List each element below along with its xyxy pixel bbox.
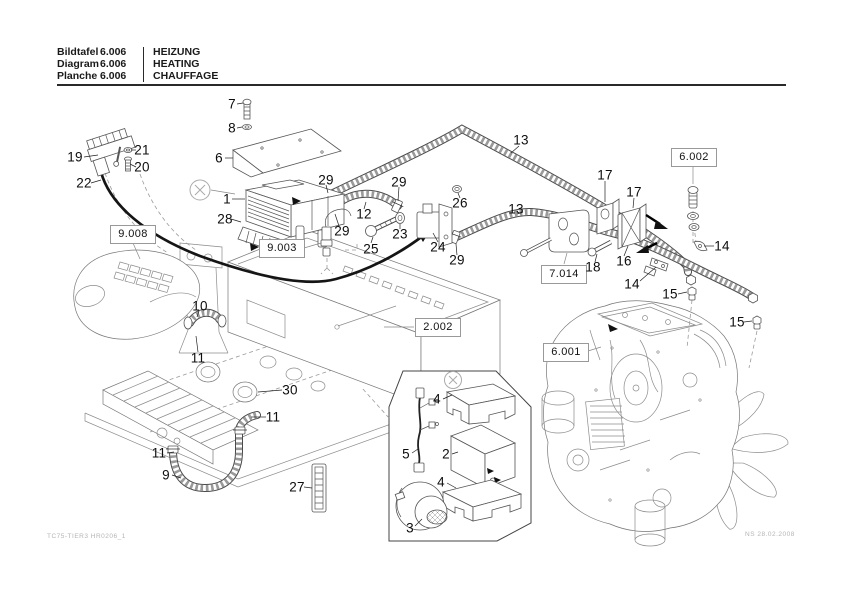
refbox-2002[interactable]: 2.002: [415, 318, 461, 337]
elbow-hose-10: [183, 313, 227, 330]
connector-9003: [320, 208, 352, 257]
bolt-6002: [687, 186, 699, 220]
engine: [541, 300, 789, 547]
washer-23: [395, 212, 405, 224]
strap-14a: [688, 223, 708, 252]
callout-23: 23: [392, 226, 408, 242]
callout-19: 19: [67, 149, 83, 165]
callout-27: 27: [289, 479, 305, 495]
bolt-25: [365, 216, 398, 237]
footer-revision: NS 28.02.2008: [745, 531, 795, 538]
header-number-en: 6.006: [100, 58, 127, 70]
callout-3: 3: [406, 520, 414, 536]
callout-21: 21: [134, 142, 150, 158]
callout-25: 25: [363, 241, 379, 257]
callout-29-b: 29: [391, 174, 407, 190]
callout-8: 8: [228, 120, 236, 136]
callout-29-c: 29: [334, 223, 350, 239]
vent-slots: [342, 265, 445, 310]
cover-plate-6: [232, 128, 342, 178]
callout-11-b: 11: [265, 409, 281, 425]
callout-6: 6: [215, 150, 223, 166]
callout-7: 7: [228, 96, 236, 112]
header-label-de: Bildtafel: [57, 46, 99, 58]
title-de: HEIZUNG: [153, 46, 201, 58]
console-cowl: [73, 249, 201, 340]
clamp-block-17a: [596, 198, 620, 235]
callout-18: 18: [585, 259, 601, 275]
callout-17-a: 17: [597, 167, 613, 183]
refbox-7014[interactable]: 7.014: [541, 265, 587, 284]
callout-4-a: 4: [433, 391, 441, 407]
callout-12: 12: [356, 206, 372, 222]
refbox-6001[interactable]: 6.001: [543, 343, 589, 362]
console-keypad: [113, 261, 174, 293]
refbox-6002[interactable]: 6.002: [671, 148, 717, 167]
fitting-15b: [748, 292, 762, 330]
x-marker: [189, 179, 236, 201]
control-bracket-19: [86, 128, 136, 177]
header-number-de: 6.006: [100, 46, 127, 58]
callout-10: 10: [192, 298, 208, 314]
callout-2: 2: [442, 446, 450, 462]
strap-14b: [643, 257, 669, 277]
refbox-9003[interactable]: 9.003: [259, 239, 305, 258]
callout-30: 30: [282, 382, 298, 398]
clamp-block-17b-16: [617, 203, 647, 250]
callout-17-b: 17: [626, 184, 642, 200]
heat-exchanger: [102, 370, 259, 465]
title-fr: CHAUFFAGE: [153, 70, 219, 82]
title-en: HEATING: [153, 58, 200, 70]
flow-arrows: [636, 213, 668, 253]
footer-drawing-code: TC75-TIER3 HR0206_1: [47, 533, 126, 540]
callout-15-b: 15: [729, 314, 745, 330]
u-hose-9: [166, 415, 257, 488]
callout-16: 16: [616, 253, 632, 269]
callout-15-a: 15: [662, 286, 678, 302]
callout-29-a: 29: [318, 172, 334, 188]
header-rule: [57, 84, 786, 86]
callout-13-b: 13: [508, 201, 524, 217]
bolt-7: [242, 98, 252, 120]
vent-strip-27: [311, 463, 327, 513]
callout-leaders: [83, 102, 753, 527]
callout-1: 1: [223, 191, 231, 207]
duct-collars: [195, 361, 258, 403]
callout-24: 24: [430, 239, 446, 255]
bolt-18: [587, 240, 613, 257]
callout-28: 28: [217, 211, 233, 227]
header-label-en: Diagram: [57, 58, 100, 70]
callout-9: 9: [162, 467, 170, 483]
valve-24: [416, 203, 453, 248]
callout-26: 26: [452, 195, 468, 211]
washer-8: [242, 124, 252, 131]
callout-13-a: 13: [513, 132, 529, 148]
callout-11-c: 11: [151, 445, 167, 461]
callout-5: 5: [402, 446, 410, 462]
refbox-leaders: [132, 166, 694, 352]
callout-14-b: 14: [624, 276, 640, 292]
callout-29-d: 29: [449, 252, 465, 268]
callout-22: 22: [76, 175, 92, 191]
callout-4-b: 4: [437, 474, 445, 490]
callout-11-a: 11: [190, 350, 206, 366]
fitting-15a: [686, 274, 697, 301]
inset-box: [388, 370, 532, 542]
manifold-7014: [520, 209, 590, 257]
ring-26: [452, 185, 462, 193]
header-label-fr: Planche: [57, 70, 98, 82]
header-number-fr: 6.006: [100, 70, 127, 82]
header-divider: [143, 47, 144, 82]
callout-14-a: 14: [714, 238, 730, 254]
refbox-9008[interactable]: 9.008: [110, 225, 156, 244]
callout-20: 20: [134, 159, 150, 175]
